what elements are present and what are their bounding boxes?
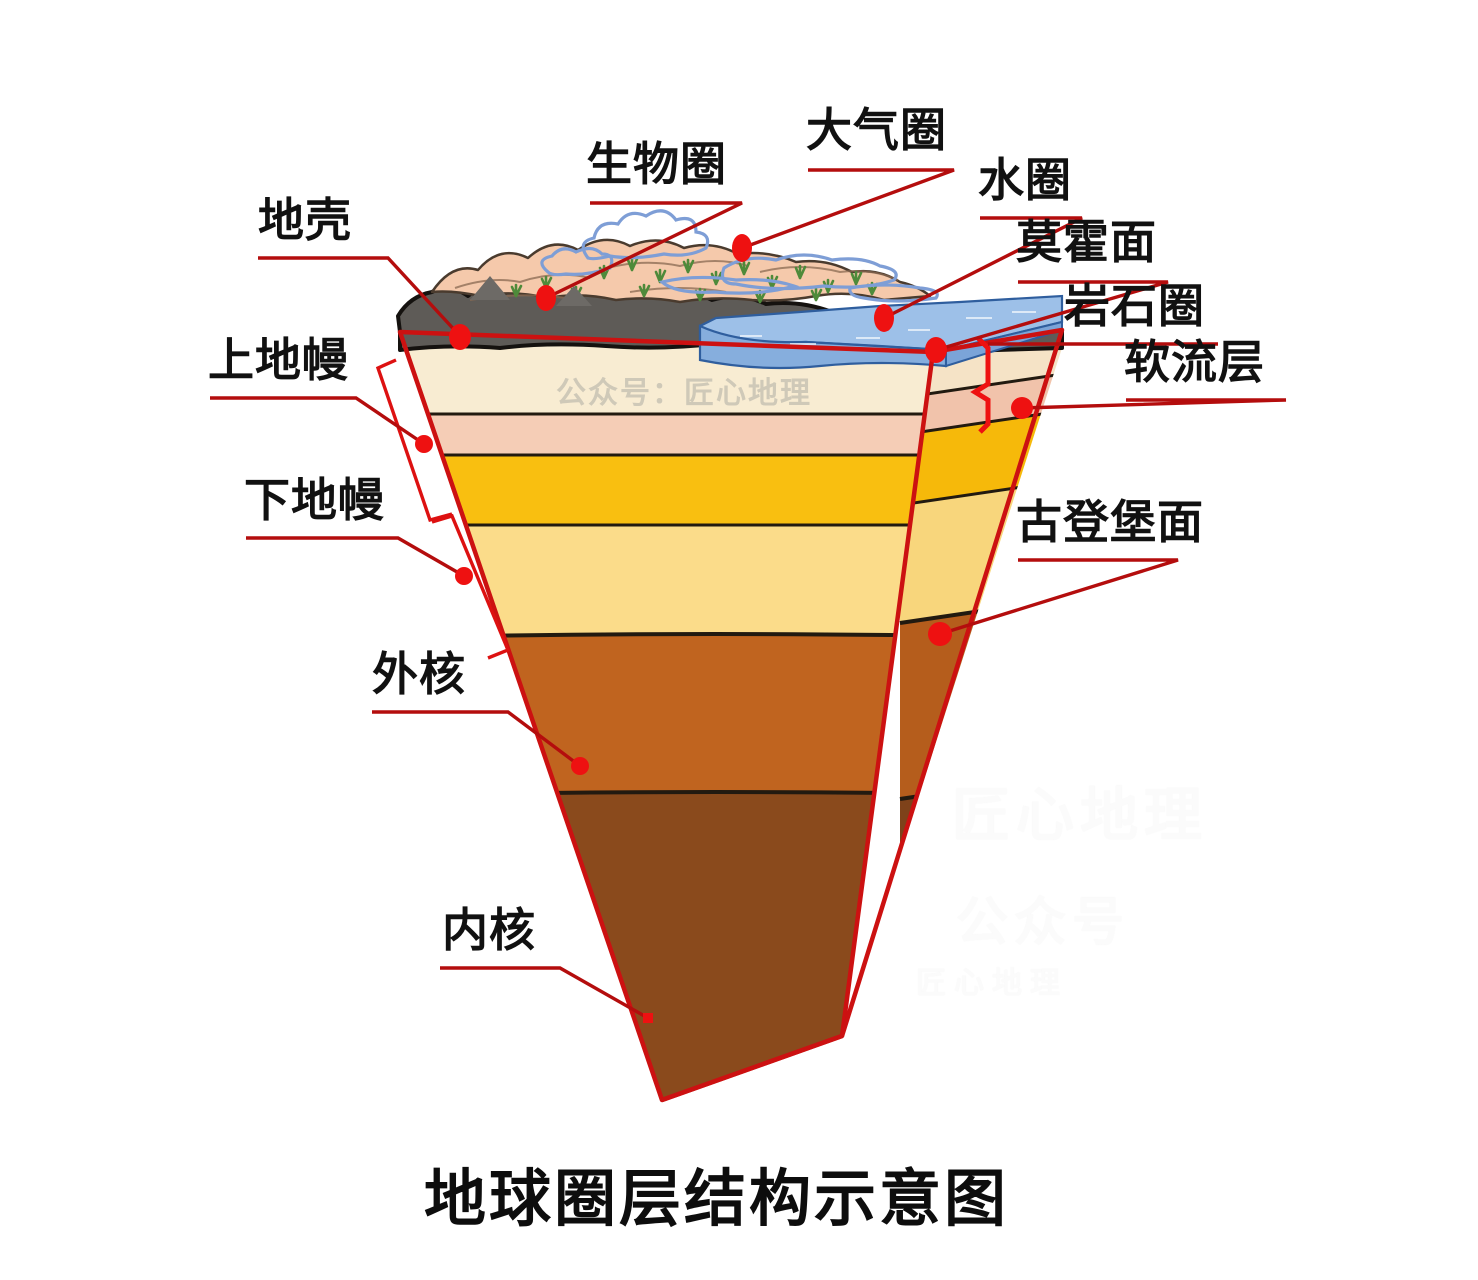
label-upper-mantle: 上地幔 bbox=[208, 333, 349, 387]
marker-dots bbox=[415, 234, 1033, 1023]
dot-lower-mantle bbox=[455, 567, 473, 585]
figure-title: 地球圈层结构示意图 bbox=[424, 1162, 1010, 1235]
lithosphere-bracket bbox=[970, 336, 991, 434]
label-atmosphere: 大气圈 bbox=[806, 103, 947, 157]
label-inner-core: 内核 bbox=[442, 903, 536, 957]
label-gutenberg: 古登堡面 bbox=[1016, 495, 1204, 549]
label-asthenosphere: 软流层 bbox=[1124, 335, 1265, 389]
dot-asthenosphere bbox=[1011, 397, 1033, 419]
dot-gutenberg bbox=[928, 622, 952, 646]
dot-upper-mantle bbox=[415, 435, 433, 453]
leader-gutenberg bbox=[939, 558, 1179, 636]
cloud-streak bbox=[658, 275, 800, 295]
wedge-right-outline bbox=[839, 327, 1065, 1037]
layer-asthenosphere bbox=[400, 415, 933, 455]
leader-crust bbox=[258, 256, 462, 338]
label-moho: 莫霍面 bbox=[1016, 215, 1157, 269]
cloud-small-right bbox=[848, 283, 939, 303]
label-biosphere: 生物圈 bbox=[586, 137, 727, 191]
cloud-large-right bbox=[720, 253, 898, 291]
dot-atmosphere bbox=[732, 234, 752, 262]
dot-crust bbox=[449, 324, 471, 350]
cloud-shapes bbox=[540, 209, 939, 303]
cloud-large-left bbox=[581, 209, 710, 261]
leader-atmosphere bbox=[741, 168, 955, 250]
leader-hydrosphere bbox=[883, 216, 1083, 320]
watermark-primary: 公众号：匠心地理 bbox=[556, 376, 812, 411]
terrain-contour bbox=[599, 260, 749, 271]
label-lithosphere: 岩石圈 bbox=[1064, 279, 1205, 333]
leader-inner-core bbox=[440, 966, 649, 1020]
label-outer-core: 外核 bbox=[372, 647, 466, 701]
ocean-ripples bbox=[740, 311, 1036, 345]
dot-inner-core bbox=[643, 1013, 653, 1023]
wedge-bottom-edge bbox=[661, 1033, 843, 1103]
dot-hydrosphere bbox=[874, 304, 894, 332]
upper-mantle-bracket bbox=[375, 358, 453, 523]
watermark-secondary-bottom: 匠心地理 bbox=[916, 966, 1068, 1001]
label-lower-mantle: 下地幔 bbox=[244, 473, 385, 527]
watermark-secondary-mid: 公众号 bbox=[956, 893, 1131, 953]
leader-lower-mantle bbox=[246, 536, 465, 578]
terrain-contours bbox=[454, 260, 899, 301]
leader-upper-mantle bbox=[210, 396, 425, 446]
terrain-contour bbox=[629, 287, 727, 293]
dot-biosphere bbox=[536, 285, 556, 311]
label-hydrosphere: 水圈 bbox=[978, 153, 1072, 207]
wedge-outline bbox=[397, 327, 1065, 1103]
leader-moho bbox=[935, 280, 1169, 352]
label-crust: 地壳 bbox=[258, 193, 352, 247]
lower-mantle-bracket bbox=[431, 513, 511, 660]
leader-lines bbox=[210, 168, 1287, 1020]
layer-mantle-gold bbox=[400, 455, 933, 525]
leader-asthenosphere bbox=[1021, 398, 1287, 410]
leader-biosphere bbox=[545, 201, 743, 300]
watermark-secondary-top: 匠心地理 bbox=[952, 781, 1209, 849]
leader-outer-core bbox=[372, 710, 582, 768]
dot-moho bbox=[925, 337, 947, 363]
dot-outer-core bbox=[571, 757, 589, 775]
crust-peaks bbox=[470, 276, 592, 306]
cloud-small-left bbox=[540, 246, 614, 277]
terrain-contour bbox=[759, 266, 899, 281]
